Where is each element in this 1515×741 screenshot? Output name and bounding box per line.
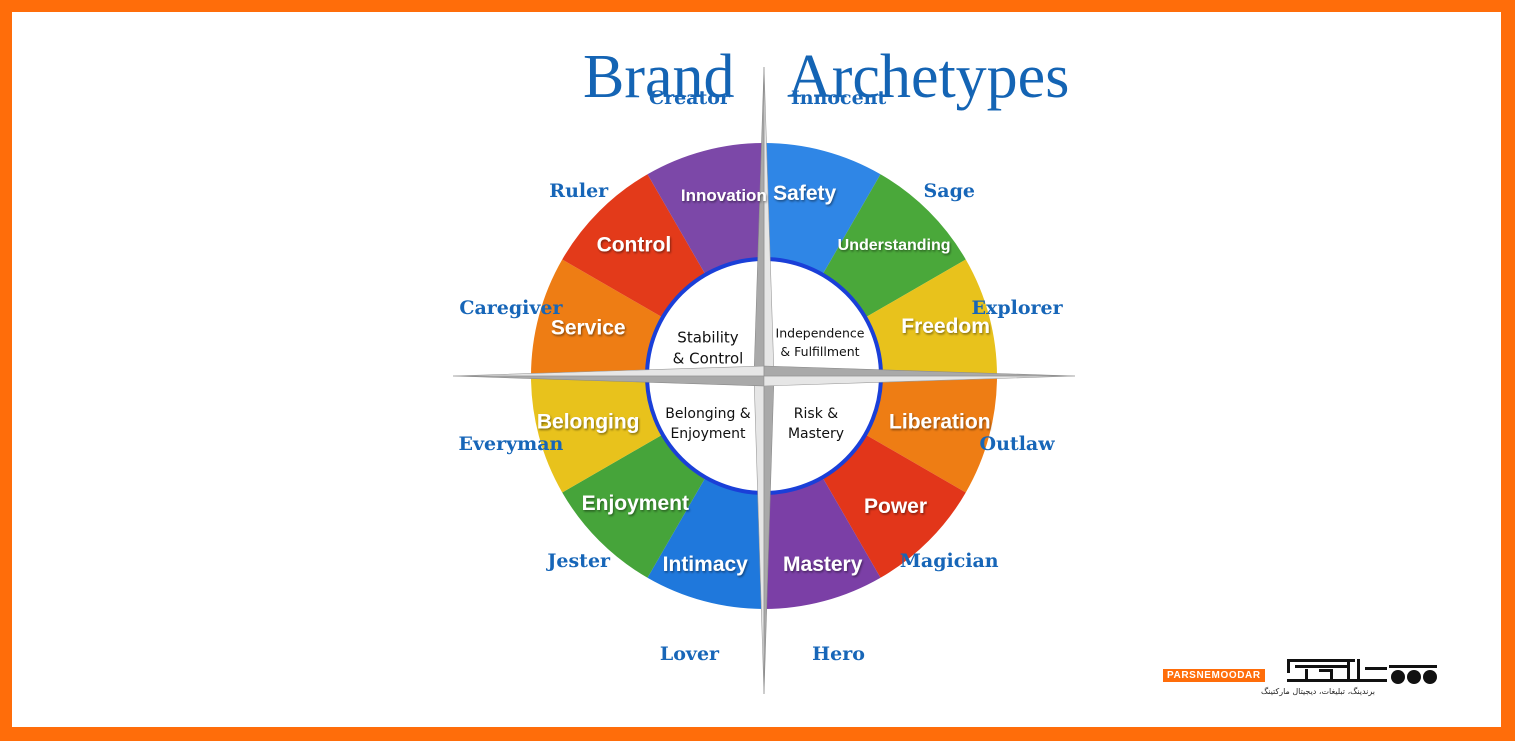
segment-freedom [865, 259, 997, 376]
value-label-service: Service [551, 316, 626, 339]
segment-safety [764, 143, 881, 275]
quadrant-top-right-line2: & Fulfillment [780, 344, 859, 359]
archetype-label-ruler: Ruler [549, 179, 609, 202]
archetype-label-caregiver: Caregiver [459, 297, 563, 320]
quadrant-bottom-left-line1: Belonging & [665, 406, 751, 422]
value-label-freedom: Freedom [901, 315, 990, 338]
value-label-power: Power [864, 495, 927, 518]
segment-service [531, 259, 663, 376]
archetype-label-outlaw: Outlaw [979, 432, 1055, 455]
segment-mastery [764, 477, 881, 609]
segment-liberation [865, 376, 997, 493]
value-label-understanding: Understanding [838, 237, 951, 254]
segment-control [562, 174, 706, 318]
quadrant-top-left-line1: Stability [677, 329, 739, 347]
value-label-innovation: Innovation [681, 186, 767, 205]
logo-name: PARSNEMOODAR [1163, 669, 1265, 682]
segment-innovation [647, 143, 764, 275]
value-label-belonging: Belonging [537, 411, 640, 434]
quadrant-bottom-right-line2: Mastery [788, 426, 844, 442]
poster: Brand Archetypes Stability & Control Indep… [12, 12, 1501, 727]
logo-mark-icon [1287, 659, 1437, 684]
archetype-label-hero: Hero [812, 643, 865, 666]
archetype-label-everyman: Everyman [458, 432, 564, 455]
value-label-mastery: Mastery [783, 553, 863, 576]
archetype-label-jester: Jester [547, 550, 611, 573]
title-archetypes: Archetypes [787, 43, 1070, 111]
quadrant-bottom-right-line1: Risk & [794, 406, 838, 422]
compass-star [452, 66, 1076, 695]
quadrant-top-right-line1: Independence [776, 326, 865, 341]
quadrant-top-left-line2: & Control [673, 350, 744, 368]
segment-understanding [822, 174, 966, 318]
segment-intimacy [647, 477, 764, 609]
archetype-label-sage: Sage [923, 179, 975, 202]
archetype-wheel: Stability & Control Independence & Fulfillm… [452, 66, 1076, 695]
title-brand: Brand [583, 43, 735, 111]
archetype-label-magician: Magician [899, 550, 999, 573]
archetype-label-explorer: Explorer [971, 297, 1063, 320]
value-label-enjoyment: Enjoyment [582, 492, 689, 515]
value-label-control: Control [597, 233, 672, 256]
quadrant-bottom-left-line2: Enjoyment [670, 426, 746, 442]
segment-belonging [531, 376, 663, 493]
value-label-safety: Safety [773, 182, 836, 205]
segment-power [822, 434, 966, 578]
segment-enjoyment [562, 434, 706, 578]
logo-tagline: برندینگ، تبلیغات، دیجیتال مارکتینگ [1261, 687, 1376, 696]
star-spike-3-shade [763, 365, 1076, 377]
archetype-label-innocent: Innocent [790, 86, 887, 109]
value-label-liberation: Liberation [889, 411, 991, 434]
value-label-intimacy: Intimacy [663, 553, 749, 576]
archetype-label-creator: Creator [648, 86, 730, 109]
archetype-label-lover: Lover [659, 643, 720, 666]
